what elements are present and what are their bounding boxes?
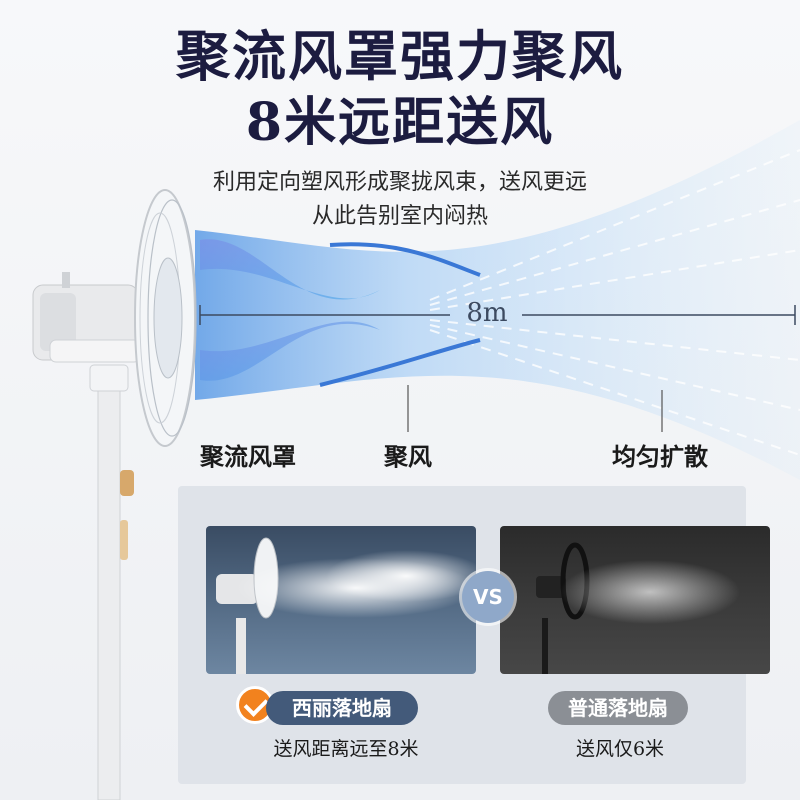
ordinary-caption: 送风仅6米 — [575, 738, 665, 760]
ordinary-fan-photo — [500, 526, 770, 674]
wind-flow-graphic — [195, 120, 800, 480]
feature-label-focus: 聚风 — [384, 442, 432, 471]
product-fan-photo — [206, 526, 476, 674]
distance-label: 8m — [466, 298, 508, 328]
subheadline-line-1: 利用定向塑风形成聚拢风束，送风更远 — [212, 170, 587, 195]
airflow-beam — [195, 120, 800, 480]
headline-line-2: 8米远距送风 — [245, 92, 555, 153]
vs-badge: VS — [462, 571, 514, 623]
comparison-panel: VS 西丽落地扇 普通落地扇 送风距离远至8米 送风仅6米 — [178, 486, 770, 784]
ordinary-name-pill: 普通落地扇 — [548, 691, 688, 725]
headline-line-1: 聚流风罩强力聚风 — [176, 24, 624, 88]
feature-label-hood: 聚流风罩 — [200, 442, 296, 471]
subheadline-line-2: 从此告别室内闷热 — [311, 204, 488, 229]
feature-label-spread: 均匀扩散 — [612, 442, 708, 471]
product-name-pill: 西丽落地扇 — [266, 691, 418, 725]
product-caption: 送风距离远至8米 — [273, 738, 419, 760]
